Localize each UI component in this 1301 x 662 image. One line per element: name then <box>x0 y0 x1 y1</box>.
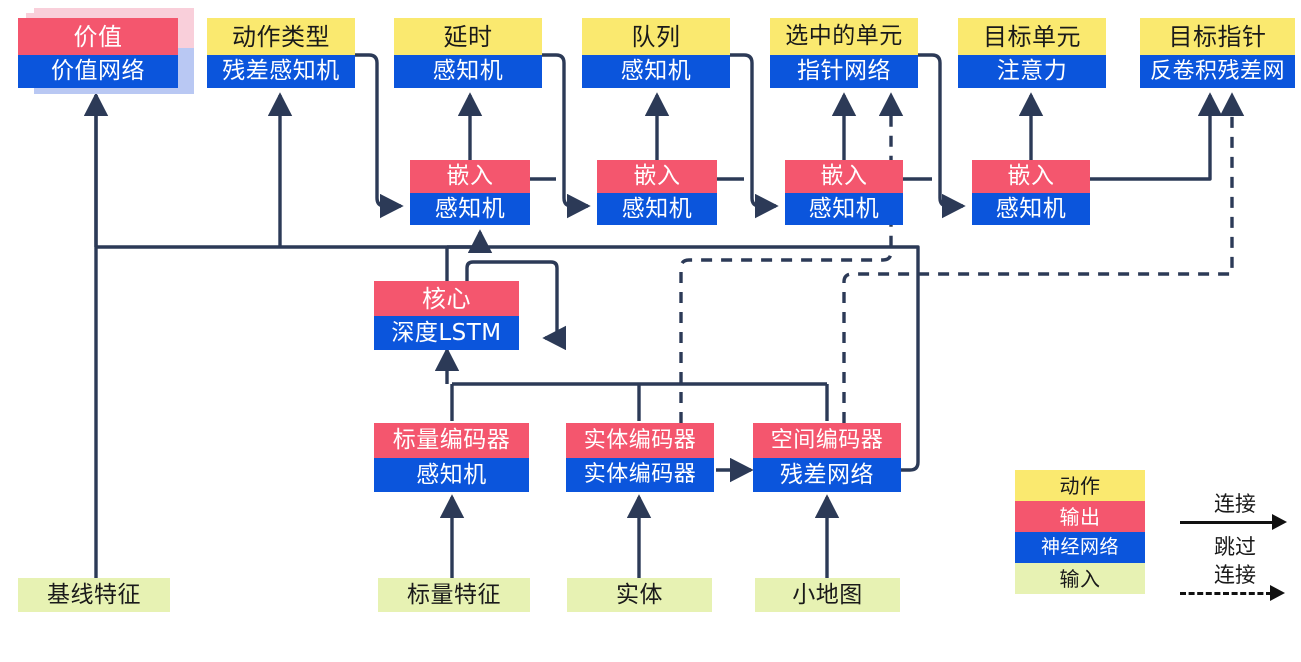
block-delay[interactable]: 延时 感知机 <box>394 18 542 88</box>
block-selected-units-body: 指针网络 <box>770 55 918 88</box>
block-input-baseline-features-label: 基线特征 <box>18 578 170 612</box>
block-embed-3-head: 嵌入 <box>785 160 903 193</box>
block-action-type-body: 残差感知机 <box>207 55 355 88</box>
block-embed-4-body: 感知机 <box>972 193 1090 225</box>
block-spatial-encoder-body: 残差网络 <box>753 458 901 492</box>
legend-swatches: 动作 输出 神经网络 输入 <box>1015 470 1145 594</box>
block-embed-3[interactable]: 嵌入 感知机 <box>785 160 903 225</box>
legend-swatch-input: 输入 <box>1015 563 1145 594</box>
wire-selectedunits-to-embed4 <box>918 53 966 219</box>
block-embed-2-body: 感知机 <box>597 193 717 225</box>
block-scalar-encoder-body: 感知机 <box>374 458 529 492</box>
wire-bus-to-embed1 <box>447 229 493 254</box>
block-input-scalar-features-label: 标量特征 <box>378 578 530 612</box>
block-queue-head: 队列 <box>582 18 730 55</box>
legend-skip-label-line1: 跳过 <box>1214 535 1256 559</box>
block-target-pointer[interactable]: 目标指针 反卷积残差网 <box>1140 18 1295 88</box>
block-queue-body: 感知机 <box>582 55 730 88</box>
block-action-type-head: 动作类型 <box>207 18 355 55</box>
block-embed-3-body: 感知机 <box>785 193 903 225</box>
block-queue[interactable]: 队列 感知机 <box>582 18 730 88</box>
block-value-head: 价值 <box>18 18 178 55</box>
skip-entityenc-to-selectedunits <box>679 92 904 423</box>
legend-swatch-action: 动作 <box>1015 470 1145 501</box>
block-scalar-encoder-head: 标量编码器 <box>374 423 529 458</box>
block-input-entities[interactable]: 实体 <box>567 578 712 612</box>
block-embed-1[interactable]: 嵌入 感知机 <box>410 160 530 225</box>
block-input-minimap-label: 小地图 <box>755 578 900 612</box>
block-core-head: 核心 <box>374 281 519 316</box>
block-core[interactable]: 核心 深度LSTM <box>374 281 519 350</box>
block-value[interactable]: 价值 价值网络 <box>18 8 194 94</box>
block-input-baseline-features[interactable]: 基线特征 <box>18 578 170 612</box>
block-target-pointer-body: 反卷积残差网 <box>1140 55 1295 88</box>
block-core-body: 深度LSTM <box>374 316 519 350</box>
block-entity-encoder-head: 实体编码器 <box>566 423 714 458</box>
block-scalar-encoder[interactable]: 标量编码器 感知机 <box>374 423 529 492</box>
block-embed-4[interactable]: 嵌入 感知机 <box>972 160 1090 225</box>
block-embed-4-head: 嵌入 <box>972 160 1090 193</box>
block-entity-encoder[interactable]: 实体编码器 实体编码器 <box>566 423 714 492</box>
block-embed-2-head: 嵌入 <box>597 160 717 193</box>
block-value-body: 价值网络 <box>18 55 178 88</box>
block-entity-encoder-body: 实体编码器 <box>566 458 714 492</box>
block-action-type[interactable]: 动作类型 残差感知机 <box>207 18 355 88</box>
legend-swatch-output: 输出 <box>1015 501 1145 532</box>
block-input-minimap[interactable]: 小地图 <box>755 578 900 612</box>
block-input-entities-label: 实体 <box>567 578 712 612</box>
block-embed-1-body: 感知机 <box>410 193 530 225</box>
block-embed-2[interactable]: 嵌入 感知机 <box>597 160 717 225</box>
block-target-pointer-head: 目标指针 <box>1140 18 1295 55</box>
legend-swatch-neural-network: 神经网络 <box>1015 532 1145 563</box>
block-target-unit[interactable]: 目标单元 注意力 <box>958 18 1106 88</box>
block-delay-body: 感知机 <box>394 55 542 88</box>
block-target-unit-body: 注意力 <box>958 55 1106 88</box>
legend-connection-line <box>1180 521 1275 524</box>
block-delay-head: 延时 <box>394 18 542 55</box>
wire-embed4-to-targetpointer <box>1090 92 1223 181</box>
block-target-unit-head: 目标单元 <box>958 18 1106 55</box>
block-spatial-encoder-head: 空间编码器 <box>753 423 901 458</box>
block-selected-units-head: 选中的单元 <box>770 18 918 55</box>
block-selected-units[interactable]: 选中的单元 指针网络 <box>770 18 918 88</box>
legend-skip-connection-line <box>1180 592 1272 595</box>
legend-skip-label-line2: 连接 <box>1214 563 1256 587</box>
block-embed-1-head: 嵌入 <box>410 160 530 193</box>
block-spatial-encoder[interactable]: 空间编码器 残差网络 <box>753 423 901 492</box>
block-input-scalar-features[interactable]: 标量特征 <box>378 578 530 612</box>
legend-connection-arrowhead <box>1272 514 1287 530</box>
skip-spatialenc-to-targetpointer <box>842 92 1245 423</box>
legend-connection-label: 连接 <box>1214 492 1256 516</box>
legend-skip-arrowhead <box>1270 585 1285 601</box>
